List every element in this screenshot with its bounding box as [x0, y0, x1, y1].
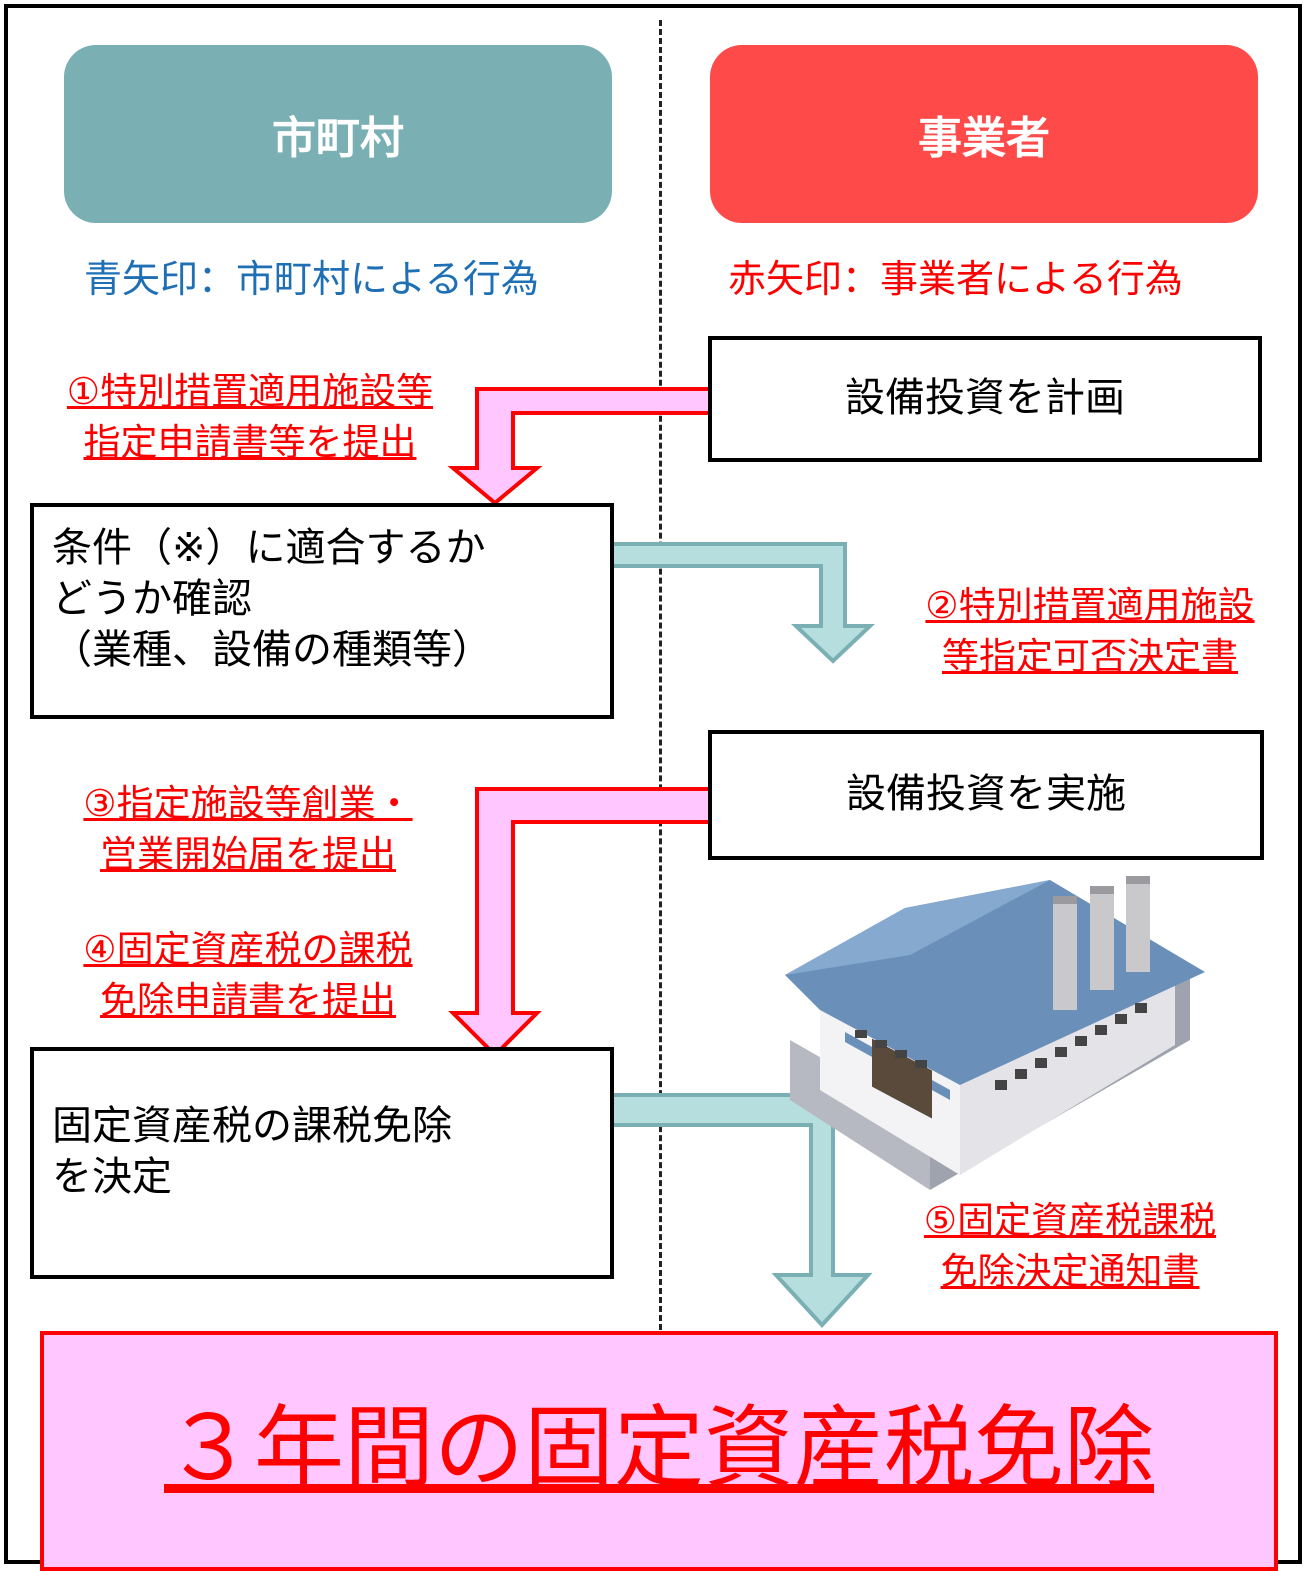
box-decide: 固定資産税の課税免除 を決定 — [30, 1047, 614, 1279]
header-business-label: 事業者 — [918, 113, 1050, 164]
step4-label: ④固定資産税の課税 免除申請書を提出 — [83, 928, 413, 1023]
box-decide-line1: 固定資産税の課税免除 — [52, 1103, 452, 1149]
box-check-line2: どうか確認 — [52, 576, 252, 623]
legend-blue-arrow: 青矢印：市町村による行為 — [84, 257, 539, 301]
step3-label: ③指定施設等創業・ 営業開始届を提出 — [83, 782, 413, 877]
box-plan: 設備投資を計画 — [708, 336, 1262, 462]
box-check-line1: 条件（※）に適合するか — [52, 525, 486, 571]
box-plan-text: 設備投資を計画 — [845, 375, 1125, 422]
arrow-step3-4 — [448, 787, 752, 1058]
step5-label: ⑤固定資産税課税 免除決定通知書 — [923, 1199, 1217, 1294]
legend-red-arrow: 赤矢印：事業者による行為 — [728, 257, 1183, 301]
arrow-step1 — [447, 387, 752, 506]
factory-illustration — [785, 876, 1205, 1190]
header-municipality: 市町村 — [64, 45, 612, 223]
result-text: ３年間の固定資産税免除 — [164, 1396, 1154, 1501]
box-check-line3: （業種、設備の種類等） — [52, 627, 492, 674]
header-business: 事業者 — [710, 45, 1258, 223]
step1-label: ①特別措置適用施設等 指定申請書等を提出 — [66, 370, 434, 465]
box-implement: 設備投資を実施 — [708, 730, 1264, 860]
header-municipality-label: 市町村 — [272, 113, 404, 164]
step2-label: ②特別措置適用施設 等指定可否決定書 — [925, 584, 1255, 679]
box-decide-line2: を決定 — [52, 1154, 172, 1201]
arrow-step5 — [587, 1093, 873, 1328]
box-implement-text: 設備投資を実施 — [846, 771, 1126, 818]
result-box: ３年間の固定資産税免除 — [40, 1331, 1278, 1571]
box-check: 条件（※）に適合するか どうか確認 （業種、設備の種類等） — [30, 503, 614, 719]
column-divider — [659, 20, 662, 1330]
arrow-step2 — [587, 542, 876, 664]
